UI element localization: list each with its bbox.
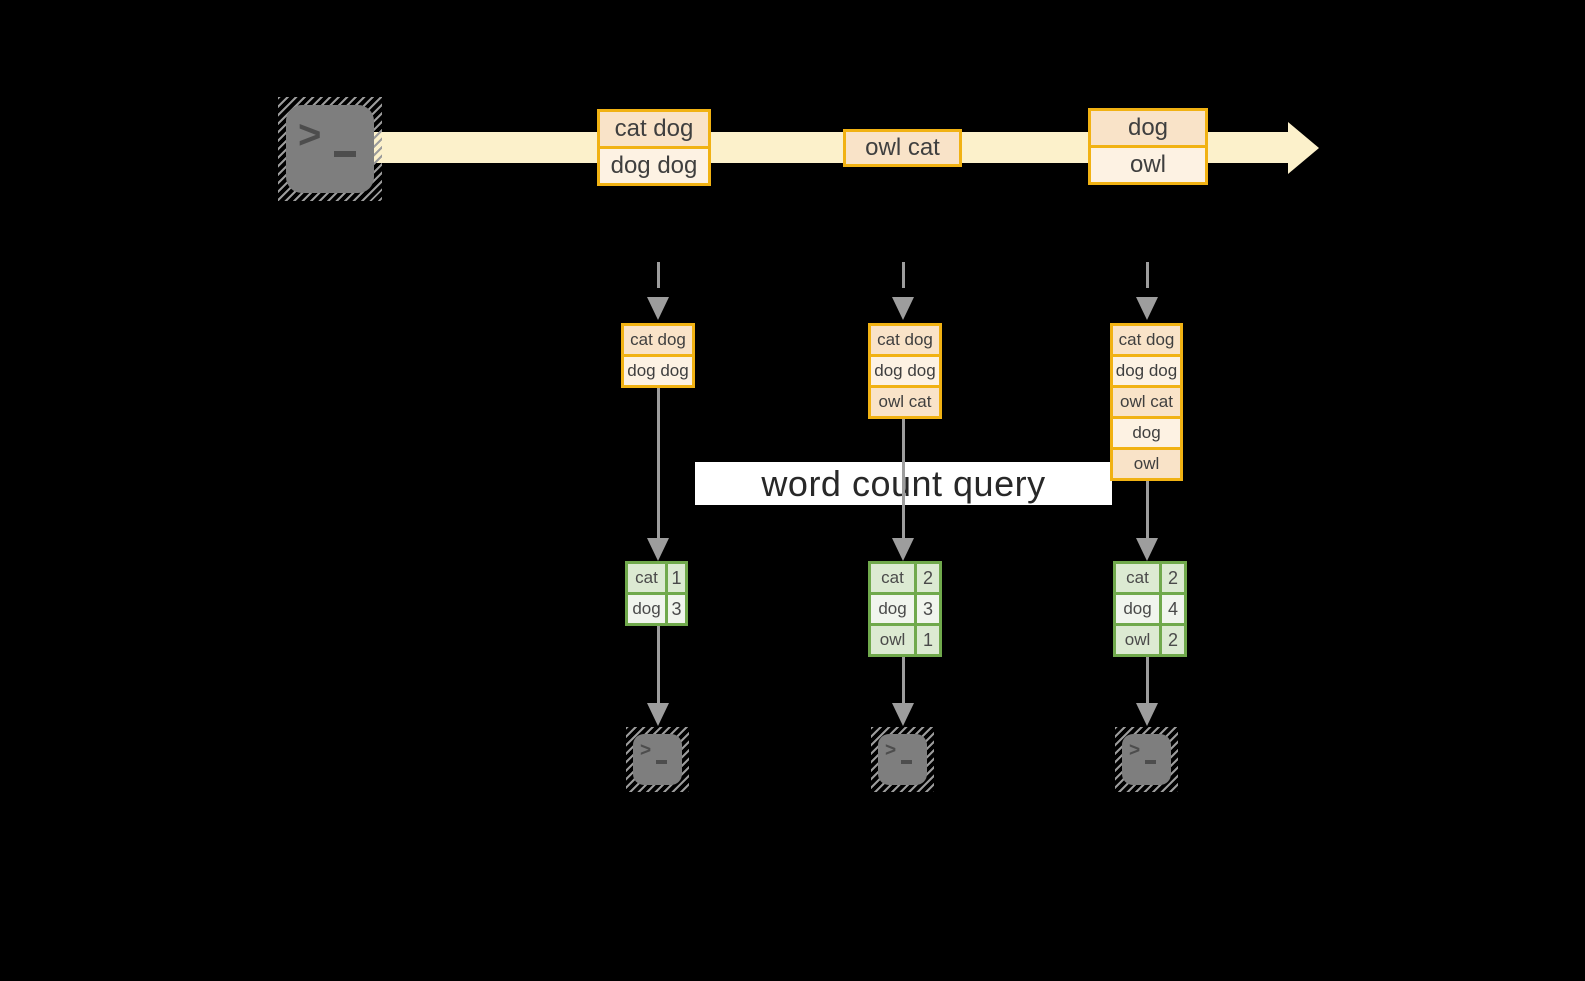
- dashed-arrow: [1146, 262, 1149, 296]
- state-record: cat dog: [1113, 326, 1180, 354]
- prompt-underscore-icon: [334, 151, 356, 157]
- arrowhead-icon: [647, 297, 669, 320]
- prompt-chevron-icon: >: [885, 740, 897, 761]
- arrowhead-icon: [647, 538, 669, 561]
- count-cell: 2: [1162, 564, 1184, 592]
- prompt-chevron-icon: >: [1129, 740, 1141, 761]
- stream-record: cat dog: [600, 112, 708, 146]
- stream-record: dog: [1091, 111, 1205, 145]
- count-cell: 2: [917, 564, 939, 592]
- state-record: owl cat: [1113, 385, 1180, 416]
- terminal-screen: >: [633, 734, 682, 785]
- stream-batch-1: cat dog dog dog: [597, 109, 711, 186]
- stream-record: owl: [1091, 145, 1205, 182]
- word-cell: cat: [871, 564, 914, 592]
- word-cell: owl: [871, 626, 914, 654]
- word-cell: dog: [871, 595, 914, 623]
- connector-line: [902, 419, 905, 539]
- stream-arrowhead-icon: [1288, 122, 1319, 174]
- count-cell: 2: [1162, 626, 1184, 654]
- state-record: owl cat: [871, 385, 939, 416]
- sink-terminal-icon: >: [626, 727, 689, 792]
- count-cell: 3: [668, 595, 685, 623]
- terminal-screen: >: [1122, 734, 1171, 785]
- source-terminal-icon: >: [278, 97, 382, 201]
- prompt-chevron-icon: >: [298, 113, 322, 157]
- count-table-2: cat 2 dog 3 owl 1: [868, 561, 942, 657]
- dashed-arrow: [657, 262, 660, 296]
- stream-record: owl cat: [846, 132, 959, 164]
- count-cell: 1: [668, 564, 685, 592]
- word-cell: dog: [628, 595, 665, 623]
- count-cell: 1: [917, 626, 939, 654]
- state-box-2: cat dog dog dog owl cat: [868, 323, 942, 419]
- state-record: dog: [1113, 416, 1180, 447]
- state-record: cat dog: [871, 326, 939, 354]
- arrowhead-icon: [892, 703, 914, 726]
- word-cell: owl: [1116, 626, 1159, 654]
- arrowhead-icon: [647, 703, 669, 726]
- sink-terminal-icon: >: [1115, 727, 1178, 792]
- arrowhead-icon: [892, 538, 914, 561]
- prompt-underscore-icon: [656, 760, 667, 764]
- terminal-screen: >: [878, 734, 927, 785]
- state-record: cat dog: [624, 326, 692, 354]
- connector-line: [657, 388, 660, 539]
- terminal-screen: >: [286, 105, 374, 193]
- prompt-underscore-icon: [901, 760, 912, 764]
- state-box-1: cat dog dog dog: [621, 323, 695, 388]
- stream-batch-2: owl cat: [843, 129, 962, 167]
- stream-batch-3: dog owl: [1088, 108, 1208, 185]
- prompt-chevron-icon: >: [640, 740, 652, 761]
- word-cell: dog: [1116, 595, 1159, 623]
- word-cell: cat: [1116, 564, 1159, 592]
- state-record: dog dog: [624, 354, 692, 385]
- arrowhead-icon: [1136, 297, 1158, 320]
- arrowhead-icon: [892, 297, 914, 320]
- word-cell: cat: [628, 564, 665, 592]
- count-table-1: cat 1 dog 3: [625, 561, 688, 626]
- count-cell: 4: [1162, 595, 1184, 623]
- count-cell: 3: [917, 595, 939, 623]
- connector-line: [902, 657, 905, 704]
- connector-line: [657, 626, 660, 704]
- state-record: owl: [1113, 447, 1180, 478]
- count-table-3: cat 2 dog 4 owl 2: [1113, 561, 1187, 657]
- arrowhead-icon: [1136, 703, 1158, 726]
- stream-record: dog dog: [600, 146, 708, 183]
- state-box-3: cat dog dog dog owl cat dog owl: [1110, 323, 1183, 481]
- state-record: dog dog: [1113, 354, 1180, 385]
- connector-line: [1146, 657, 1149, 704]
- arrowhead-icon: [1136, 538, 1158, 561]
- state-record: dog dog: [871, 354, 939, 385]
- dashed-arrow: [902, 262, 905, 296]
- prompt-underscore-icon: [1145, 760, 1156, 764]
- sink-terminal-icon: >: [871, 727, 934, 792]
- connector-line: [1146, 481, 1149, 539]
